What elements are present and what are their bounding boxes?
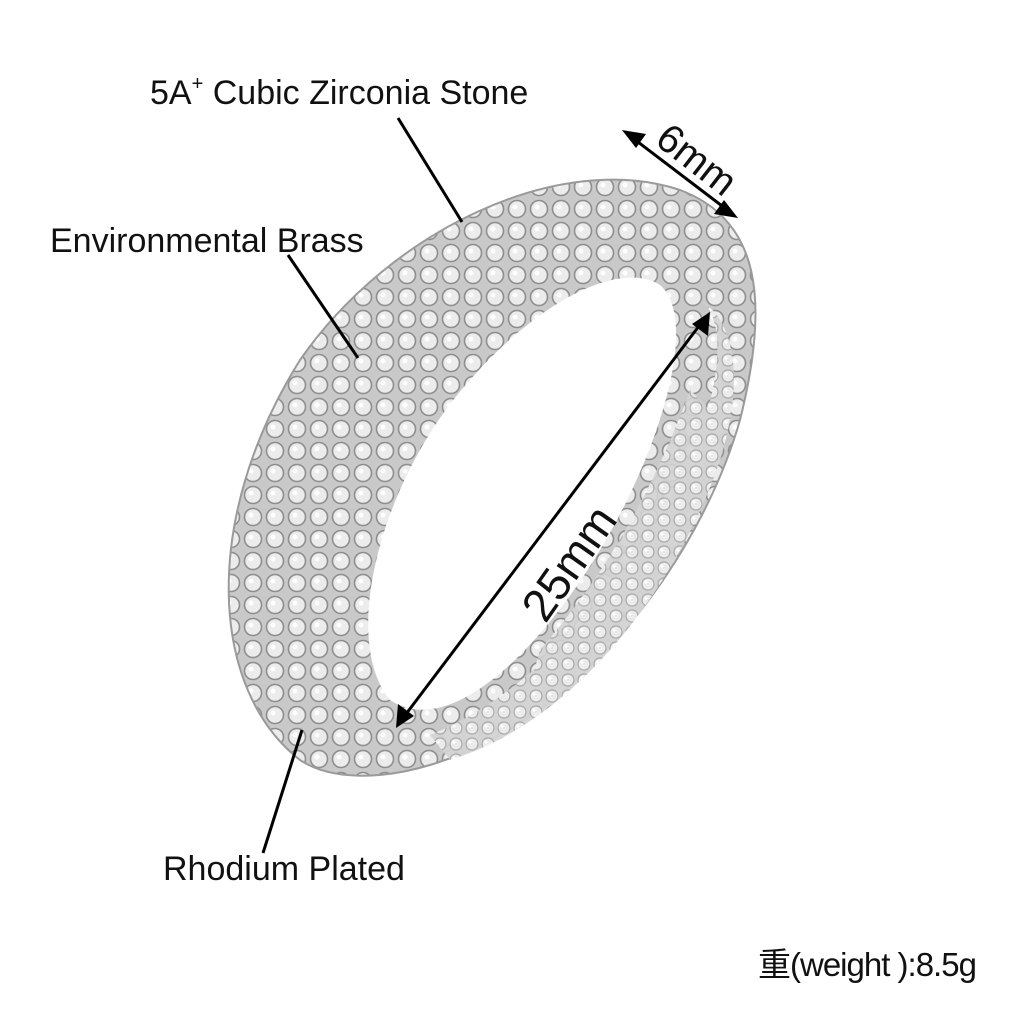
ring-inner-hole [368, 277, 677, 710]
label-weight: 重(weight ):8.5g [758, 946, 977, 983]
leader-plating [261, 729, 304, 854]
label-brass: Environmental Brass [50, 222, 364, 260]
leader-stone [396, 117, 464, 223]
label-stone: 5A+ Cubic Zirconia Stone [150, 74, 528, 110]
stone-grade: 5A [150, 74, 192, 112]
stone-grade-sup: + [191, 73, 204, 95]
stone-text: Cubic Zirconia Stone [203, 74, 529, 112]
label-plating: Rhodium Plated [163, 850, 405, 888]
leader-brass [286, 254, 360, 359]
